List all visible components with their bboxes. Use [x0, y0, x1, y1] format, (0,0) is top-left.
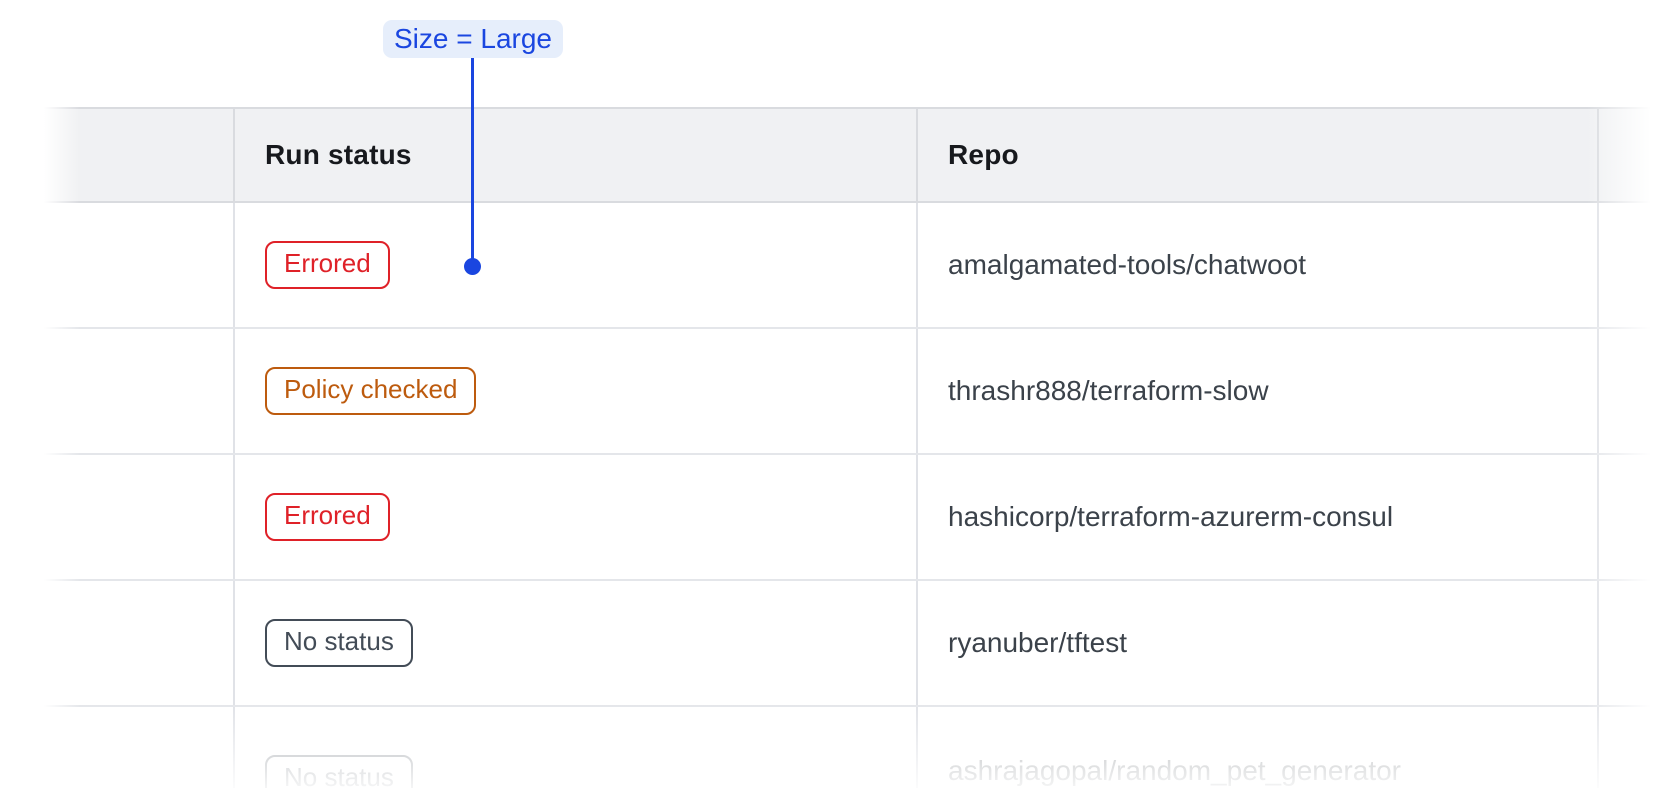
- row-cell-repo: ryanuber/tftest: [916, 581, 1597, 705]
- row-cell-spacer: [40, 329, 233, 453]
- header-cell-run-status: Run status: [233, 109, 916, 201]
- table-row[interactable]: Errored hashicorp/terraform-azurerm-cons…: [40, 455, 1655, 581]
- row-cell-spacer: [40, 455, 233, 579]
- annotation-pointer-line: [471, 58, 474, 262]
- status-badge: No status: [265, 755, 413, 788]
- status-badge: Errored: [265, 241, 390, 289]
- table-row[interactable]: Policy checked thrashr888/terraform-slow: [40, 329, 1655, 455]
- annotation-pointer-dot: [464, 258, 481, 275]
- header-cell-right-spacer: [1597, 109, 1655, 201]
- row-cell-spacer: [40, 707, 233, 788]
- status-badge: Policy checked: [265, 367, 477, 415]
- table-row[interactable]: No status ashrajagopal/random_pet_genera…: [40, 707, 1655, 788]
- runs-table: Run status Repo Errored amalgamated-tool…: [40, 107, 1655, 788]
- status-badge: Errored: [265, 493, 390, 541]
- header-cell-repo: Repo: [916, 109, 1597, 201]
- repo-name: ryanuber/tftest: [948, 627, 1127, 658]
- row-cell-repo: thrashr888/terraform-slow: [916, 329, 1597, 453]
- row-cell-run-status: No status: [233, 707, 916, 788]
- row-cell-run-status: No status: [233, 581, 916, 705]
- row-cell-run-status: Policy checked: [233, 329, 916, 453]
- table-row[interactable]: Errored amalgamated-tools/chatwoot: [40, 203, 1655, 329]
- run-status-column-header: Run status: [265, 139, 412, 170]
- row-cell-spacer: [40, 581, 233, 705]
- row-cell-right-spacer: [1597, 707, 1655, 788]
- repo-name: thrashr888/terraform-slow: [948, 375, 1269, 406]
- header-cell-spacer: [40, 109, 233, 201]
- size-large-annotation-label: Size = Large: [383, 20, 563, 58]
- table-header-row: Run status Repo: [40, 107, 1655, 203]
- status-badge: No status: [265, 619, 413, 667]
- table-row[interactable]: No status ryanuber/tftest: [40, 581, 1655, 707]
- row-cell-right-spacer: [1597, 203, 1655, 327]
- row-cell-repo: ashrajagopal/random_pet_generator: [916, 707, 1597, 788]
- row-cell-run-status: Errored: [233, 455, 916, 579]
- row-cell-repo: amalgamated-tools/chatwoot: [916, 203, 1597, 327]
- row-cell-spacer: [40, 203, 233, 327]
- repo-name: hashicorp/terraform-azurerm-consul: [948, 501, 1394, 532]
- repo-name: amalgamated-tools/chatwoot: [948, 249, 1306, 280]
- repo-column-header: Repo: [948, 139, 1019, 170]
- repo-name: ashrajagopal/random_pet_generator: [948, 755, 1401, 786]
- row-cell-right-spacer: [1597, 581, 1655, 705]
- row-cell-right-spacer: [1597, 455, 1655, 579]
- row-cell-right-spacer: [1597, 329, 1655, 453]
- row-cell-repo: hashicorp/terraform-azurerm-consul: [916, 455, 1597, 579]
- row-cell-run-status: Errored: [233, 203, 916, 327]
